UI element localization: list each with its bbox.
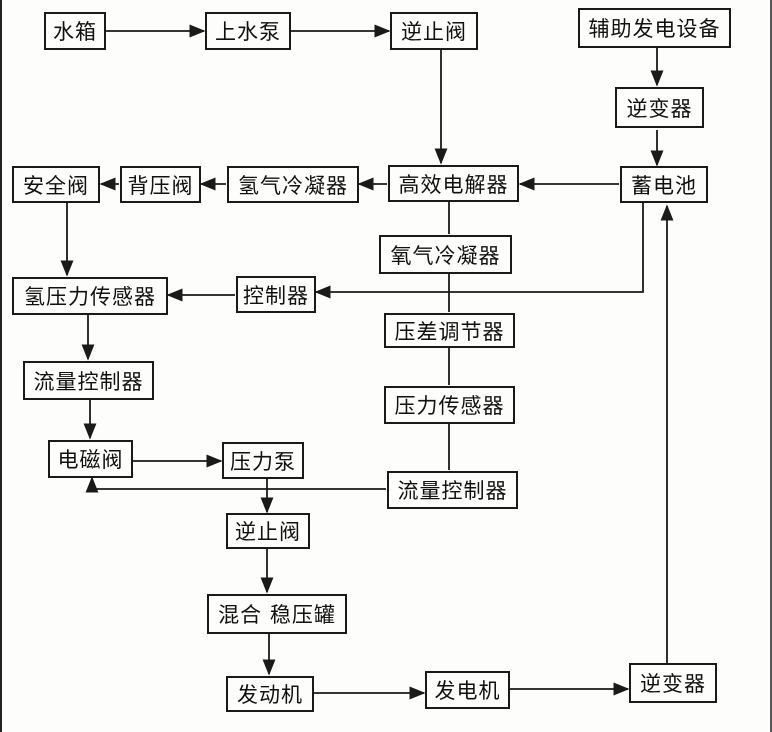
node-diff-pressure-regulator: 压差调节器: [384, 313, 515, 348]
node-inverter-bottom-label: 逆变器: [640, 672, 706, 696]
node-hydrogen-condenser-label: 氢气冷凝器: [238, 173, 348, 198]
node-flow-controller-right-label: 流量控制器: [397, 479, 508, 503]
node-flow-controller-right: 流量控制器: [387, 471, 518, 509]
node-electrolyzer-label: 高效电解器: [398, 172, 509, 197]
node-diff-pressure-regulator-label: 压差调节器: [394, 319, 505, 344]
node-aux-generator-label: 辅助发电设备: [588, 17, 721, 41]
node-engine-label: 发动机: [237, 683, 303, 707]
node-pressure-pump-label: 压力泵: [230, 449, 296, 474]
node-safety-valve-label: 安全阀: [23, 173, 89, 198]
node-generator-label: 发电机: [434, 679, 501, 703]
node-pressure-sensor: 压力传感器: [384, 386, 515, 424]
node-feed-pump: 上水泵: [205, 12, 291, 50]
node-hydrogen-pressure-sensor: 氢压力传感器: [12, 277, 168, 315]
node-inverter-bottom: 逆变器: [629, 663, 717, 703]
node-water-tank-label: 水箱: [53, 20, 97, 44]
node-inverter-top-label: 逆变器: [626, 96, 693, 121]
node-electrolyzer: 高效电解器: [388, 165, 519, 202]
edge-battery-to-controller: [314, 203, 644, 299]
node-back-pressure-valve: 背压阀: [120, 166, 201, 203]
node-mixing-tank-label: 混合 稳压罐: [218, 603, 336, 627]
node-hydrogen-pressure-sensor-label: 氢压力传感器: [24, 285, 156, 309]
node-inverter-top: 逆变器: [615, 87, 704, 128]
edge-flow-controller-to-solenoid-valve-feedback: [85, 476, 386, 493]
node-water-tank: 水箱: [44, 12, 106, 50]
node-battery-label: 蓄电池: [631, 173, 697, 198]
node-controller-label: 控制器: [243, 283, 309, 308]
node-check-valve-top-label: 逆止阀: [401, 20, 467, 44]
node-check-valve-bottom: 逆止阀: [226, 513, 310, 549]
node-oxygen-condenser-label: 氧气冷凝器: [390, 243, 501, 268]
node-generator: 发电机: [425, 671, 510, 709]
node-check-valve-top: 逆止阀: [390, 12, 478, 50]
node-pressure-pump: 压力泵: [222, 442, 304, 479]
node-pressure-sensor-label: 压力传感器: [394, 394, 505, 418]
node-controller: 控制器: [236, 276, 316, 313]
node-solenoid-valve: 电磁阀: [48, 440, 133, 478]
node-aux-generator: 辅助发电设备: [578, 8, 731, 48]
node-battery: 蓄电池: [620, 166, 708, 203]
node-solenoid-valve-label: 电磁阀: [57, 448, 124, 472]
node-engine: 发动机: [226, 676, 314, 712]
node-mixing-tank: 混合 稳压罐: [207, 594, 347, 634]
node-hydrogen-condenser: 氢气冷凝器: [227, 166, 359, 203]
node-flow-controller-left: 流量控制器: [23, 361, 154, 400]
node-safety-valve: 安全阀: [12, 166, 100, 203]
node-check-valve-bottom-label: 逆止阀: [235, 520, 301, 544]
node-feed-pump-label: 上水泵: [215, 20, 281, 44]
node-back-pressure-valve-label: 背压阀: [127, 173, 194, 198]
node-flow-controller-left-label: 流量控制器: [33, 369, 144, 394]
node-oxygen-condenser: 氧气冷凝器: [379, 235, 512, 274]
